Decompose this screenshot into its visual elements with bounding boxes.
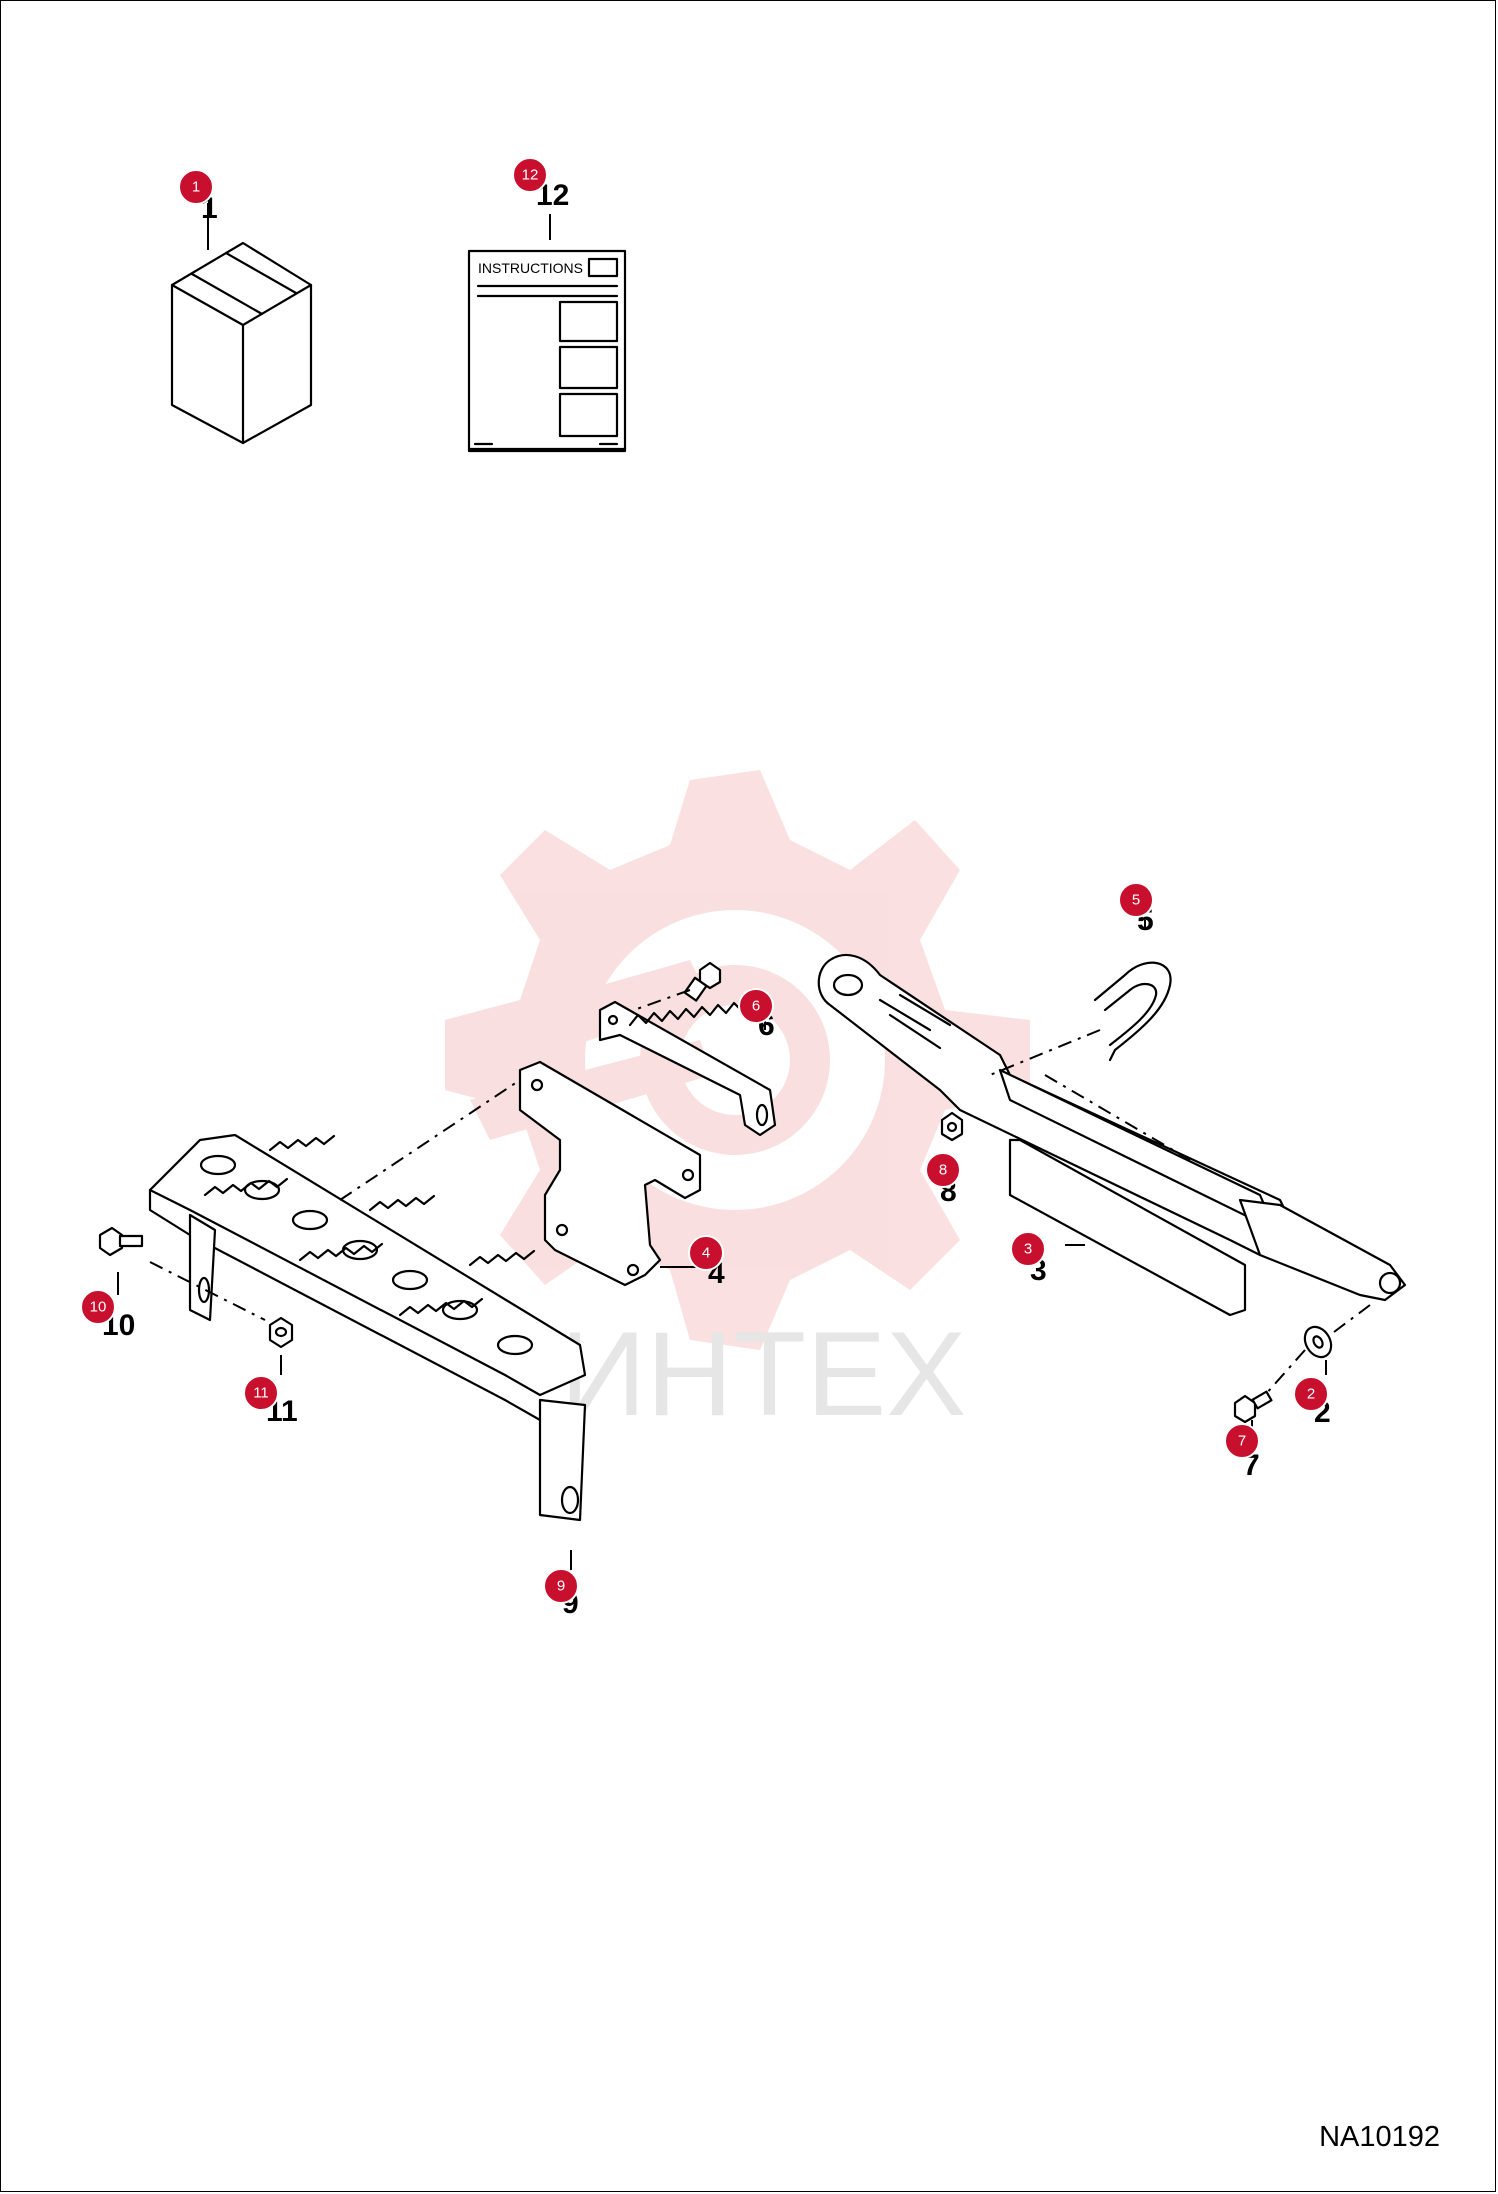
kit-box	[170, 203, 313, 445]
mount-path	[339, 1079, 521, 1201]
svg-text:5: 5	[1132, 892, 1140, 909]
watermark-text: ИНТЕХ	[560, 1307, 966, 1441]
bolt-10-path	[149, 1261, 266, 1321]
instructions-sheet: INSTRUCTIONS	[467, 214, 627, 453]
bolt-7	[1233, 1390, 1273, 1432]
svg-text:3: 3	[1024, 1241, 1032, 1258]
callout-badges: 1 2 3 4 5 6 7 8 9 10 11 12	[80, 157, 1329, 1604]
bracket-6	[598, 999, 777, 1137]
callout-badge-12[interactable]: 12	[512, 157, 548, 193]
arm-path	[1044, 1074, 1191, 1161]
svg-text:8: 8	[939, 1162, 947, 1179]
callout-badge-10[interactable]: 10	[80, 1289, 116, 1325]
svg-text:7: 7	[1238, 1433, 1246, 1450]
screw-6-path	[619, 989, 691, 1016]
svg-text:9: 9	[557, 1578, 565, 1595]
svg-text:2: 2	[1307, 1386, 1315, 1403]
nut-11	[268, 1316, 294, 1375]
handle-assembly	[817, 953, 1407, 1317]
callout-badge-6[interactable]: 6	[738, 988, 774, 1024]
callout-badge-3[interactable]: 3	[1010, 1231, 1046, 1267]
pin-5	[1093, 920, 1172, 1062]
instructions-label: INSTRUCTIONS	[478, 260, 583, 276]
bolt-7-path	[1264, 1349, 1306, 1396]
callout-badge-4[interactable]: 4	[688, 1235, 724, 1271]
pin-5-path	[989, 1029, 1101, 1076]
callout-badge-8[interactable]: 8	[925, 1152, 961, 1188]
callout-badge-9[interactable]: 9	[543, 1568, 579, 1604]
screw-6	[683, 961, 722, 1002]
svg-text:6: 6	[752, 998, 760, 1015]
bolt-10	[98, 1226, 144, 1295]
washer-path	[1329, 1304, 1371, 1336]
callout-badge-1[interactable]: 1	[178, 169, 214, 205]
washer-2	[1303, 1325, 1333, 1375]
svg-text:1: 1	[192, 179, 200, 196]
svg-text:4: 4	[702, 1245, 710, 1262]
callout-badge-2[interactable]: 2	[1293, 1376, 1329, 1412]
callout-badge-11[interactable]: 11	[243, 1375, 279, 1411]
callout-badge-7[interactable]: 7	[1224, 1423, 1260, 1459]
svg-text:10: 10	[90, 1299, 107, 1316]
callout-numbers: 1 2 3 4 5 6 7 8 9 10 11 12	[102, 179, 1331, 1620]
nut-8	[940, 1111, 964, 1142]
svg-text:12: 12	[522, 167, 539, 184]
callout-badge-5[interactable]: 5	[1118, 882, 1154, 918]
step-bracket	[148, 1133, 587, 1570]
mounting-bracket	[518, 1060, 702, 1287]
figure-id: NA10192	[1319, 2121, 1440, 2153]
svg-text:11: 11	[253, 1385, 269, 1402]
